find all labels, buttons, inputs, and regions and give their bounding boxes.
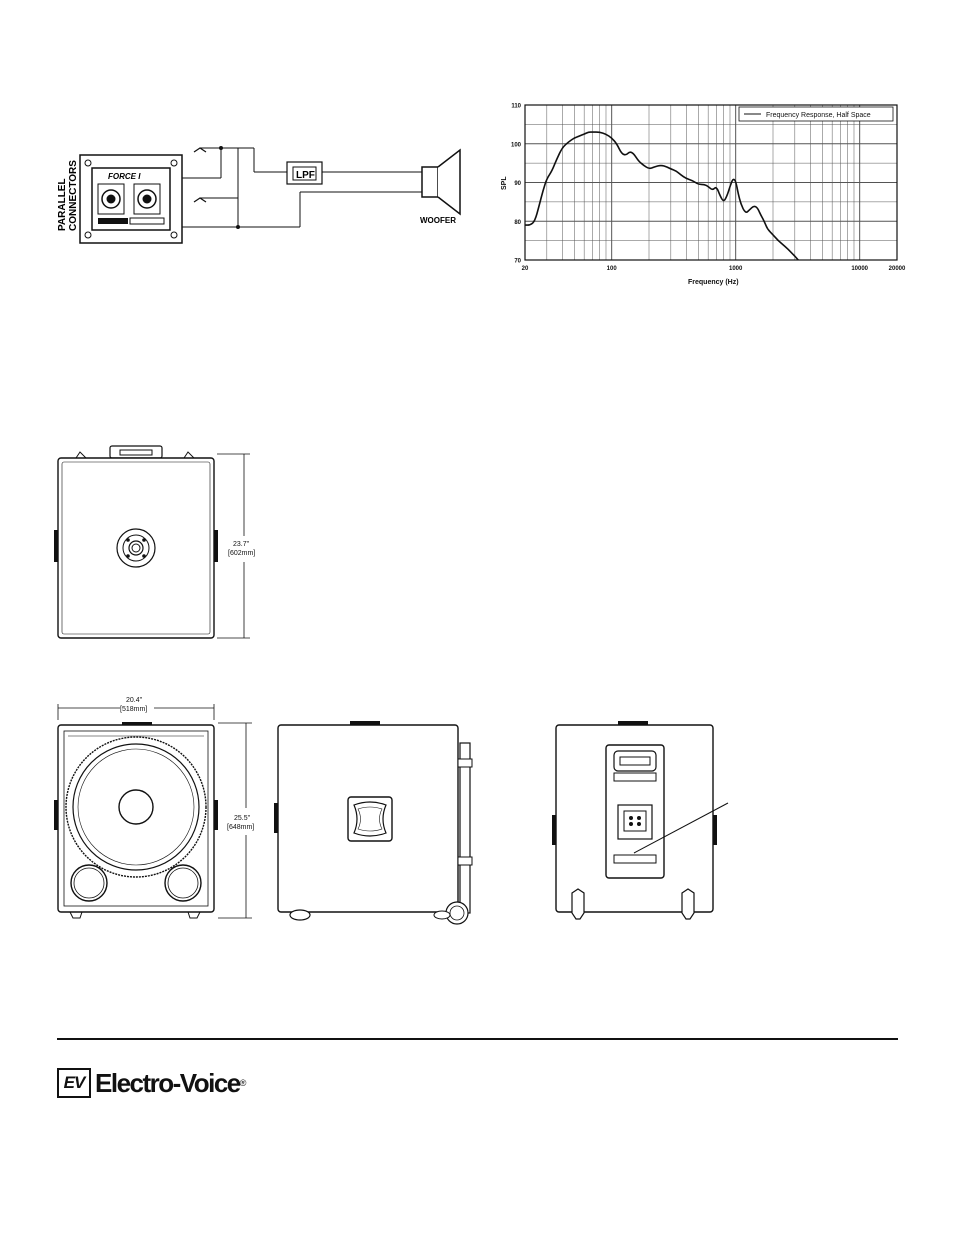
wiring-lines [182,147,422,228]
electro-voice-logo: Electro-Voice® [95,1068,246,1098]
x-tick-label: 100 [607,266,618,272]
front-width-mm: [518mm] [120,706,147,713]
frequency-response-chart: 70 80 90 100 110 20 100 1000 10000 20000 Frequenc… [501,104,906,287]
y-tick-label: 80 [514,220,521,226]
woofer-symbol: WOOFER [420,148,461,225]
lpf-filter-box: LPF [286,161,323,185]
frequency-response-line [525,131,799,261]
ev-logo-mark: EV [57,1068,91,1098]
woofer-label: WOOFER [420,216,456,225]
side-handle [347,796,393,842]
front-height-inches: 25.5" [234,815,251,822]
x-tick-label: 10000 [851,266,868,272]
registered-mark: ® [239,1078,247,1088]
parallel-connectors-label-2: CONNECTORS [68,160,79,231]
lpf-label: LPF [296,170,315,181]
rear-view-drawing [552,721,729,920]
wiring-diagram: PARALLEL CONNECTORS FORCE I [57,146,461,244]
bass-ports [70,864,202,902]
footer-rule [57,1038,898,1040]
front-view-drawing: 20.4" [518mm] 25.5" [648mm] [54,697,254,919]
chart-legend: Frequency Response, Half Space [738,106,894,122]
y-tick-label: 90 [514,181,521,187]
parallel-connectors-label-1: PARALLEL [57,178,68,231]
x-tick-label: 20 [522,266,529,272]
panel-brand: FORCE I [108,172,141,181]
x-axis-label: Frequency (Hz) [688,279,739,286]
top-view-dimension-inches: 23.7" [233,541,250,548]
side-view-drawing [274,721,473,925]
logo-wordmark: Electro-Voice [95,1068,241,1098]
front-height-mm: [648mm] [227,824,254,831]
front-width-inches: 20.4" [126,697,143,704]
connector-plate: FORCE I [79,154,183,244]
legend-entry: Frequency Response, Half Space [766,112,871,119]
rear-panel [605,744,665,879]
top-view-drawing: 23.7" [602mm] [54,445,255,639]
x-tick-label: 20000 [889,266,906,272]
woofer-cone [65,736,207,878]
top-view-dimension-mm: [602mm] [228,550,255,557]
y-tick-label: 110 [511,104,521,110]
y-tick-label: 100 [511,142,522,148]
x-tick-label: 1000 [729,266,743,272]
side-pole-mount [457,742,473,914]
y-tick-label: 70 [514,259,521,265]
y-axis-label: SPL [501,176,508,190]
